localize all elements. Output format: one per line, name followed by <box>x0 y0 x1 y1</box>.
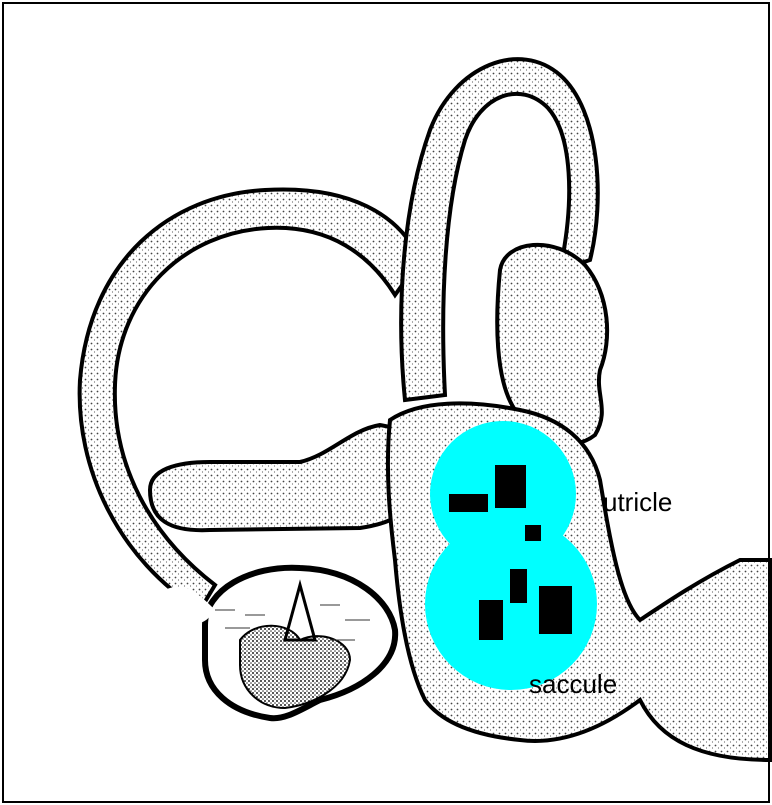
utricle-block <box>449 494 488 512</box>
saccule-block <box>539 586 572 634</box>
utricle-label: utricle <box>603 487 672 517</box>
utricle-block <box>525 525 541 541</box>
saccule-label: saccule <box>529 669 617 699</box>
saccule-block <box>510 569 527 603</box>
utricle-block <box>495 465 526 508</box>
saccule-block <box>479 600 503 640</box>
